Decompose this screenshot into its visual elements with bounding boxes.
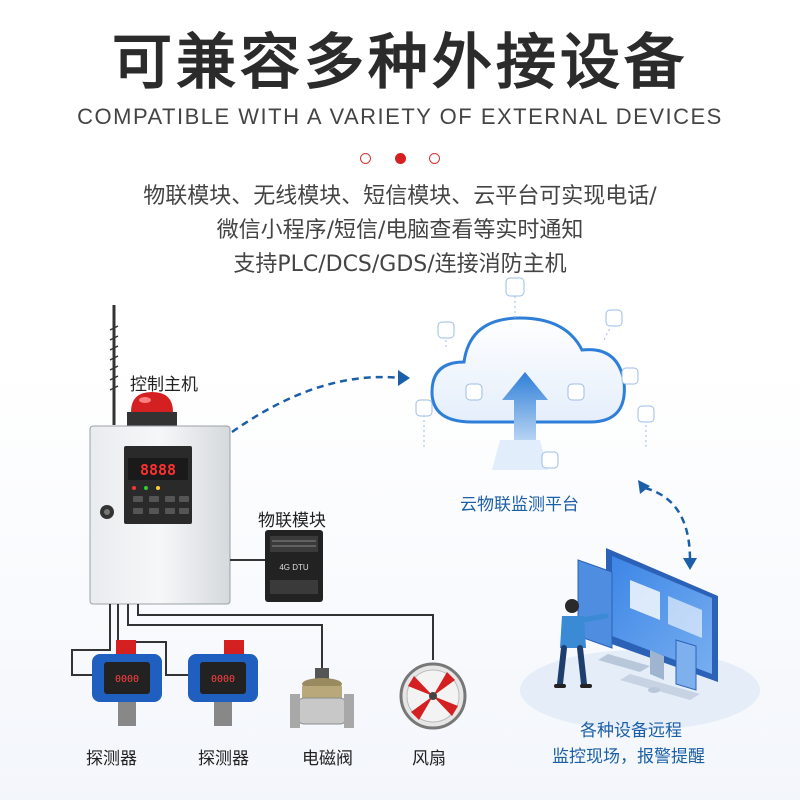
- controller-display-reading: 8888: [140, 461, 176, 479]
- cloud-platform: [415, 277, 655, 470]
- device-wires: [71, 559, 434, 676]
- description-line-2: 微信小程序/短信/电脑查看等实时通知: [216, 218, 584, 243]
- detector-2-reading: 0000: [211, 674, 235, 685]
- device-label-valve: 电磁阀: [302, 749, 353, 769]
- antenna: [109, 305, 119, 425]
- person-figure: [554, 599, 609, 688]
- detector-2: 0000: [188, 640, 258, 726]
- iot-module: 4G DTU: [265, 530, 323, 602]
- remote-caption-line-2: 监控现场，报警提醒: [552, 747, 705, 767]
- arrowhead-icon: [398, 370, 410, 386]
- detector-1: 0000: [92, 640, 162, 726]
- device-label-detector-2: 探测器: [198, 749, 249, 769]
- pager-dot: [428, 153, 440, 164]
- page-subtitle: COMPATIBLE WITH A VARIETY OF EXTERNAL DE…: [77, 104, 723, 129]
- tablet-device: [577, 559, 613, 649]
- page-title: 可兼容多种外接设备: [112, 28, 688, 98]
- alarm-light: [127, 392, 177, 426]
- keyboard: [598, 654, 650, 672]
- description-line-3: 支持PLC/DCS/GDS/连接消防主机: [233, 252, 567, 277]
- pager-dot-active: [394, 153, 406, 164]
- iot-module-text: 4G DTU: [279, 563, 309, 572]
- controller-label: 控制主机: [130, 375, 198, 395]
- detector-1-reading: 0000: [115, 674, 139, 685]
- device-label-fan: 风扇: [412, 749, 446, 769]
- device-label-detector-1: 探测器: [86, 749, 137, 769]
- pager-dots: [0, 148, 800, 167]
- description-line-1: 物联模块、无线模块、短信模块、云平台可实现电话/: [143, 184, 657, 209]
- fan: [399, 662, 467, 730]
- solenoid-valve: [290, 668, 354, 728]
- mouse: [648, 687, 660, 693]
- arrowhead-icon: [638, 480, 650, 494]
- arrowhead-icon: [683, 558, 697, 570]
- pager-dot: [360, 153, 372, 164]
- iot-module-label: 物联模块: [258, 511, 326, 531]
- controller-box: 8888: [89, 425, 231, 605]
- phone-device: [675, 639, 697, 691]
- link-arrow-to-cloud: [231, 375, 401, 434]
- remote-caption-line-1: 各种设备远程: [580, 721, 682, 741]
- cloud-label: 云物联监测平台: [460, 495, 579, 515]
- link-cloud-monitor: [644, 486, 692, 561]
